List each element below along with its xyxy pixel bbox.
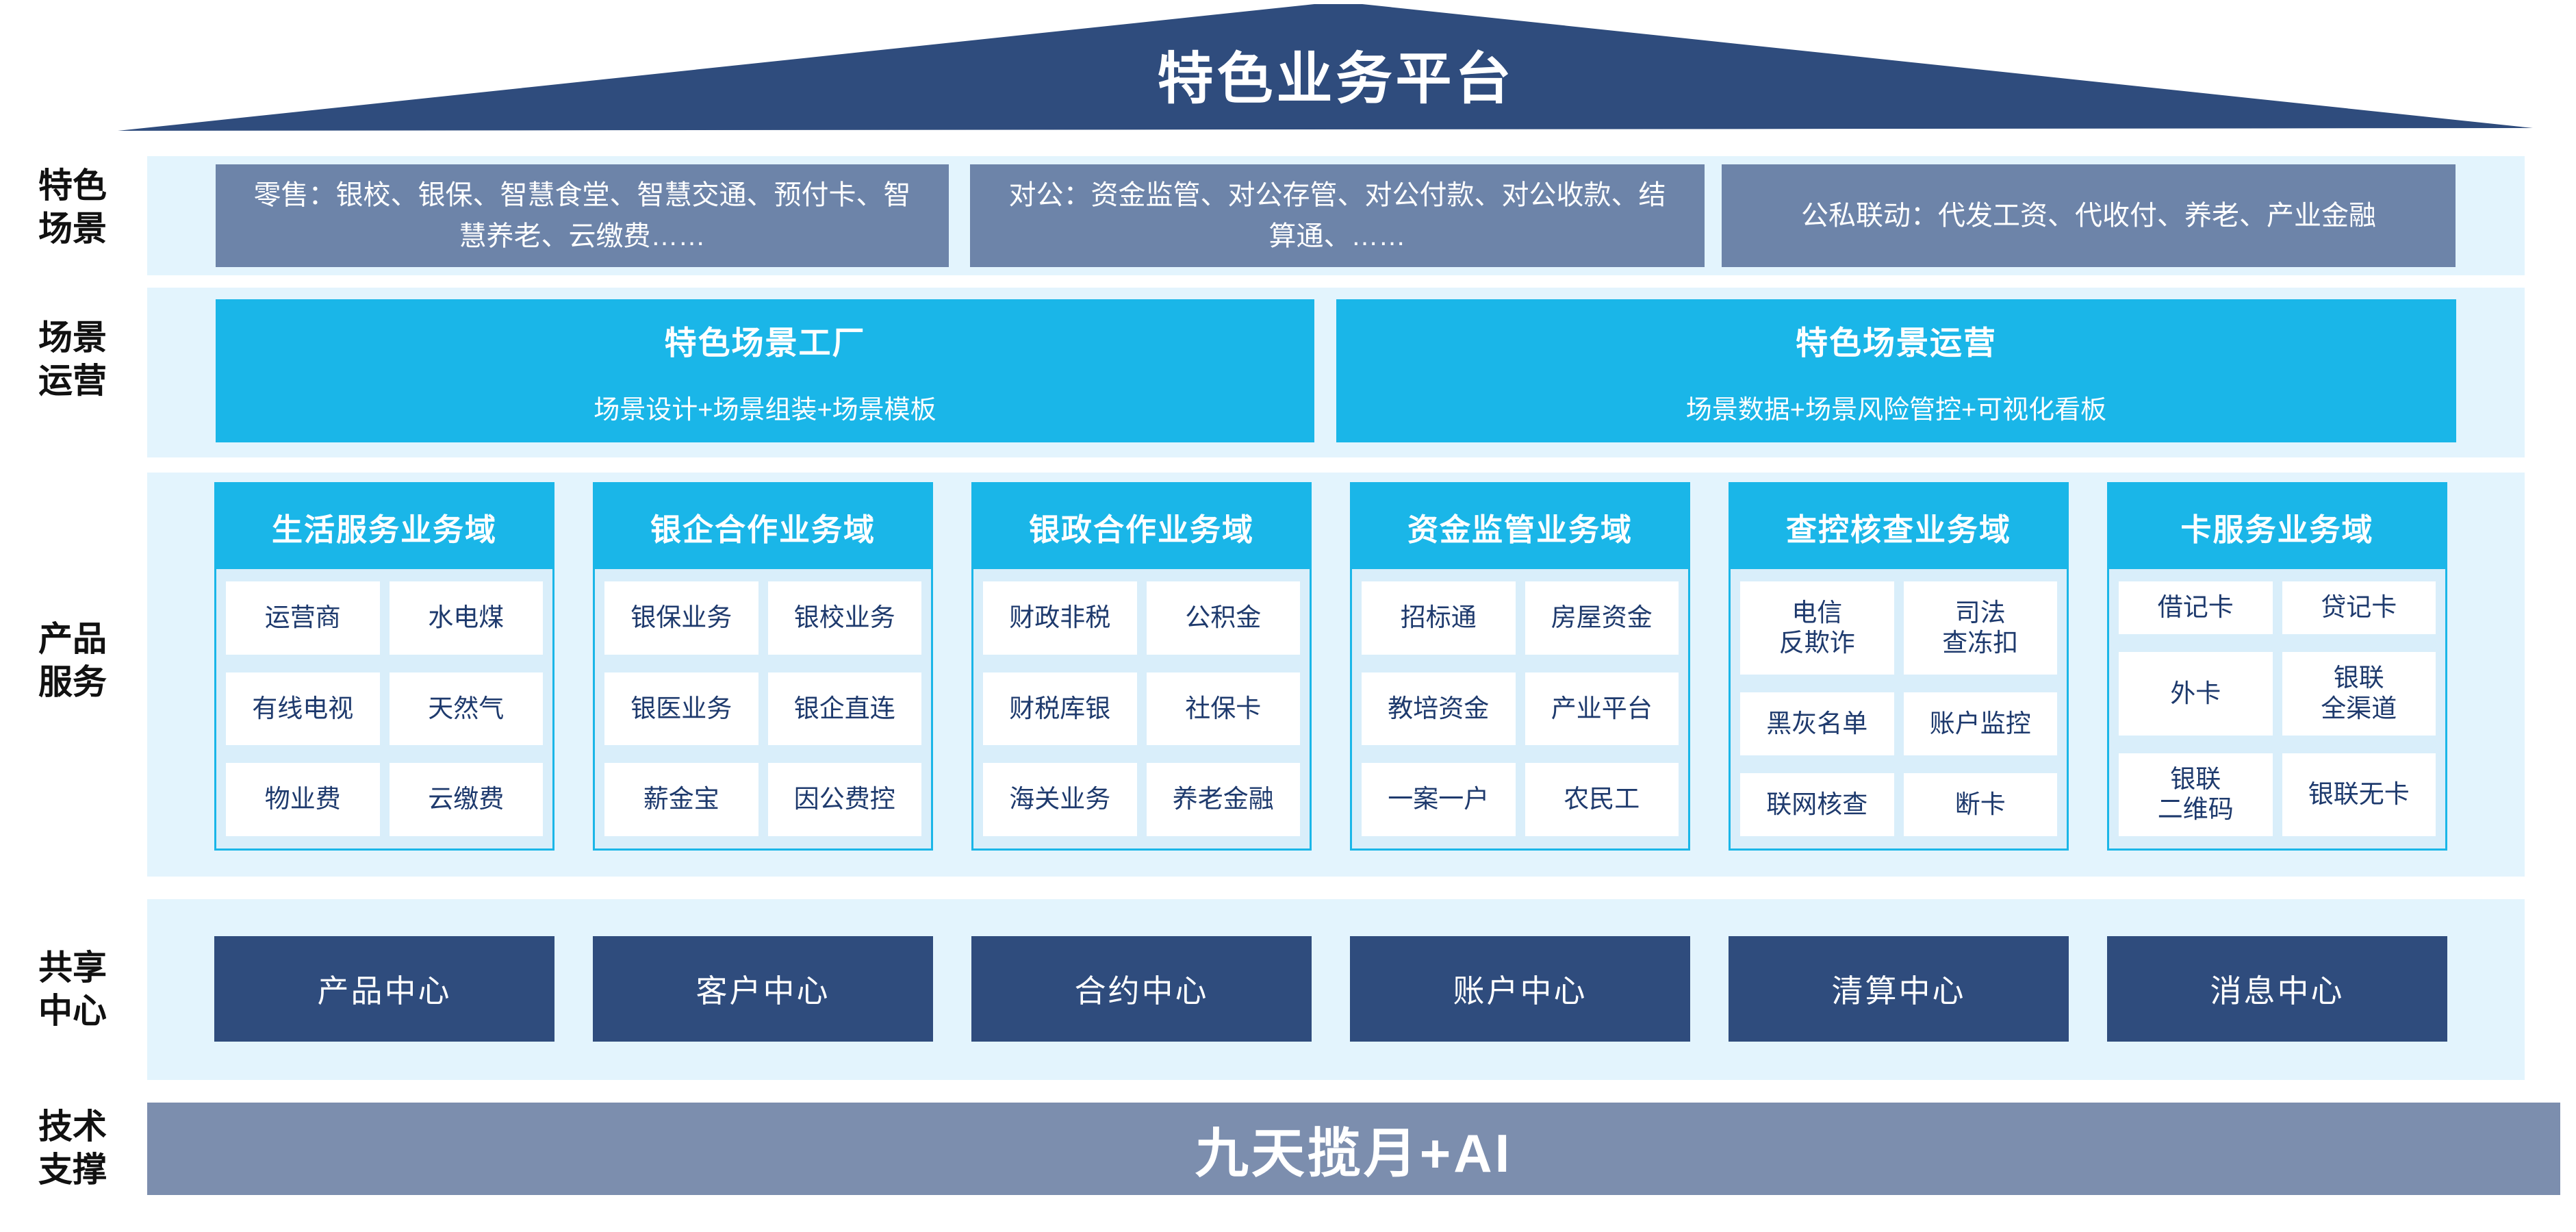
product-cell: 教培资金 <box>1362 672 1516 746</box>
product-cell: 电信 反欺诈 <box>1740 581 1894 675</box>
share-band: 产品中心 客户中心 合约中心 账户中心 清算中心 消息中心 <box>147 899 2525 1080</box>
product-cell: 银医业务 <box>604 672 758 746</box>
product-column-header: 资金监管业务域 <box>1352 484 1688 569</box>
product-column-body: 电信 反欺诈 司法 查冻扣 黑灰名单 账户监控 联网核查 断卡 <box>1731 569 2067 848</box>
product-cell: 房屋资金 <box>1525 581 1679 655</box>
product-cell: 借记卡 <box>2119 581 2273 635</box>
product-cell: 云缴费 <box>389 763 543 836</box>
scene-box-corporate: 对公：资金监管、对公存管、对公付款、对公收款、结算通、…… <box>970 164 1705 267</box>
product-cell: 物业费 <box>226 763 380 836</box>
product-cell: 海关业务 <box>983 763 1137 836</box>
scene-operation-subtitle: 场景数据+场景风险管控+可视化看板 <box>1685 395 2107 425</box>
roof-shape <box>118 4 2533 131</box>
scene-factory-subtitle: 场景设计+场景组装+场景模板 <box>594 395 936 425</box>
product-cell: 银保业务 <box>604 581 758 655</box>
product-column-inquiry-verification: 查控核查业务域 电信 反欺诈 司法 查冻扣 黑灰名单 账户监控 联网核查 断卡 <box>1729 482 2069 851</box>
scene-box-linkage: 公私联动：代发工资、代收付、养老、产业金融 <box>1722 164 2456 267</box>
scene-band: 零售：银校、银保、智慧食堂、智慧交通、预付卡、智慧养老、云缴费…… 对公：资金监… <box>147 156 2525 275</box>
page-title: 特色业务平台 <box>1157 48 1515 110</box>
side-label-tech: 技术 支撑 <box>38 1107 107 1189</box>
product-cell: 司法 查冻扣 <box>1903 581 2057 675</box>
product-cell: 断卡 <box>1903 773 2057 836</box>
product-column-bank-government: 银政合作业务域 财政非税 公积金 财税库银 社保卡 海关业务 养老金融 <box>971 482 1312 851</box>
share-box-account-center: 账户中心 <box>1350 936 1690 1042</box>
product-cell: 因公费控 <box>767 763 921 836</box>
tech-support-bar: 九天揽月+AI <box>147 1103 2560 1195</box>
product-cell: 社保卡 <box>1146 672 1300 746</box>
product-cell: 农民工 <box>1525 763 1679 836</box>
product-column-body: 运营商 水电煤 有线电视 天然气 物业费 云缴费 <box>216 569 552 848</box>
product-cell: 公积金 <box>1146 581 1300 655</box>
product-cell: 养老金融 <box>1146 763 1300 836</box>
scene-operation-title: 特色场景运营 <box>1796 324 1997 361</box>
product-cell: 银联 全渠道 <box>2282 652 2436 736</box>
share-box-customer-center: 客户中心 <box>593 936 933 1042</box>
product-cell: 有线电视 <box>226 672 380 746</box>
product-column-body: 财政非税 公积金 财税库银 社保卡 海关业务 养老金融 <box>973 569 1310 848</box>
product-cell: 联网核查 <box>1740 773 1894 836</box>
product-cell: 招标通 <box>1362 581 1516 655</box>
product-cell: 贷记卡 <box>2282 581 2436 635</box>
product-column-header: 生活服务业务域 <box>216 484 552 569</box>
product-cell: 银联无卡 <box>2282 753 2436 836</box>
operation-band: 特色场景工厂 场景设计+场景组装+场景模板 特色场景运营 场景数据+场景风险管控… <box>147 288 2525 457</box>
product-column-header: 卡服务业务域 <box>2109 484 2445 569</box>
product-column-body: 借记卡 贷记卡 外卡 银联 全渠道 银联 二维码 银联无卡 <box>2109 569 2445 848</box>
product-column-body: 招标通 房屋资金 教培资金 产业平台 一案一户 农民工 <box>1352 569 1688 848</box>
product-cell: 水电煤 <box>389 581 543 655</box>
scene-factory-box: 特色场景工厂 场景设计+场景组装+场景模板 <box>216 299 1314 442</box>
product-cell: 运营商 <box>226 581 380 655</box>
product-column-header: 查控核查业务域 <box>1731 484 2067 569</box>
product-column-life-services: 生活服务业务域 运营商 水电煤 有线电视 天然气 物业费 云缴费 <box>214 482 554 851</box>
products-band: 生活服务业务域 运营商 水电煤 有线电视 天然气 物业费 云缴费 银企合作业务域… <box>147 473 2525 877</box>
product-column-card-services: 卡服务业务域 借记卡 贷记卡 外卡 银联 全渠道 银联 二维码 银联无卡 <box>2107 482 2447 851</box>
side-label-scenes: 特色 场景 <box>38 166 107 248</box>
product-cell: 黑灰名单 <box>1740 692 1894 756</box>
product-cell: 一案一户 <box>1362 763 1516 836</box>
scene-operation-box: 特色场景运营 场景数据+场景风险管控+可视化看板 <box>1336 299 2456 442</box>
side-label-products: 产品 服务 <box>38 620 107 701</box>
scene-box-retail: 零售：银校、银保、智慧食堂、智慧交通、预付卡、智慧养老、云缴费…… <box>216 164 949 267</box>
product-column-fund-supervision: 资金监管业务域 招标通 房屋资金 教培资金 产业平台 一案一户 农民工 <box>1350 482 1690 851</box>
product-cell: 财政非税 <box>983 581 1137 655</box>
share-box-contract-center: 合约中心 <box>971 936 1312 1042</box>
product-column-header: 银企合作业务域 <box>595 484 931 569</box>
side-label-share: 共享 中心 <box>38 948 107 1030</box>
product-cell: 账户监控 <box>1903 692 2057 756</box>
product-cell: 天然气 <box>389 672 543 746</box>
share-box-product-center: 产品中心 <box>214 936 554 1042</box>
product-cell: 银校业务 <box>767 581 921 655</box>
product-cell: 产业平台 <box>1525 672 1679 746</box>
share-box-clearing-center: 清算中心 <box>1729 936 2069 1042</box>
product-cell: 财税库银 <box>983 672 1137 746</box>
share-box-message-center: 消息中心 <box>2107 936 2447 1042</box>
scene-factory-title: 特色场景工厂 <box>664 324 866 361</box>
side-label-operation: 场景 运营 <box>38 318 107 400</box>
product-cell: 银联 二维码 <box>2119 753 2273 836</box>
product-column-body: 银保业务 银校业务 银医业务 银企直连 薪金宝 因公费控 <box>595 569 931 848</box>
product-column-header: 银政合作业务域 <box>973 484 1310 569</box>
product-cell: 外卡 <box>2119 652 2273 736</box>
product-column-bank-enterprise: 银企合作业务域 银保业务 银校业务 银医业务 银企直连 薪金宝 因公费控 <box>593 482 933 851</box>
product-cell: 薪金宝 <box>604 763 758 836</box>
product-cell: 银企直连 <box>767 672 921 746</box>
